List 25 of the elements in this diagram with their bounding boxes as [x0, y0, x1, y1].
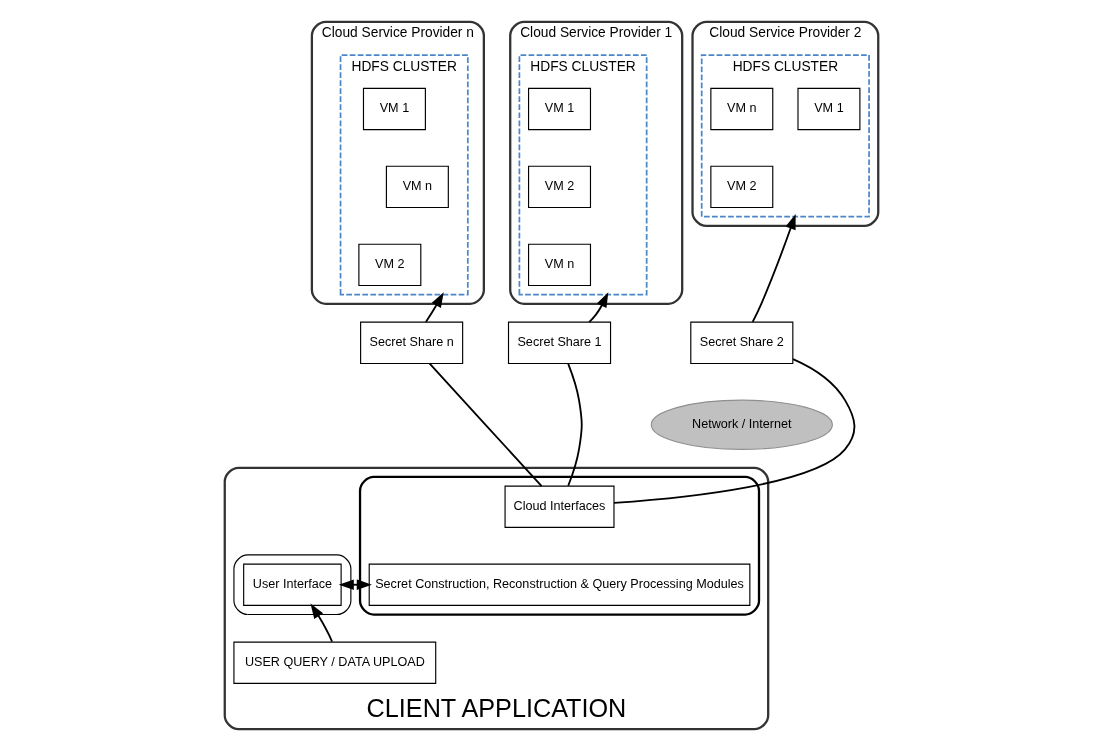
- arrow: [309, 603, 333, 643]
- node-box: Secret Share 1: [507, 321, 611, 365]
- node-box: VM n: [527, 243, 591, 287]
- node-box: Secret Share n: [359, 321, 463, 365]
- arrow: [338, 579, 372, 591]
- arrow: [424, 292, 444, 323]
- node-box: User Interface: [242, 563, 342, 606]
- arrow: [587, 292, 608, 324]
- node-box: USER QUERY / DATA UPLOAD: [232, 641, 436, 684]
- node-box: Cloud Interfaces: [504, 485, 615, 528]
- node-box: VM 2: [527, 165, 591, 209]
- node-box: Secret Construction, Reconstruction & Query Processing Modules: [368, 563, 750, 606]
- arrow: [751, 214, 796, 323]
- connector: [566, 362, 583, 487]
- cluster: [232, 554, 351, 616]
- connector: [612, 358, 855, 504]
- node-box: VM 1: [527, 87, 591, 131]
- node-box: VM 1: [796, 87, 860, 131]
- node-box: VM 2: [709, 165, 773, 209]
- node-box: VM 2: [357, 243, 421, 287]
- node-box: VM n: [709, 87, 773, 131]
- node-box: VM n: [385, 165, 449, 209]
- node-box: Secret Share 2: [689, 321, 793, 365]
- node-ellipse: Network / Internet: [650, 399, 833, 451]
- node-box: VM 1: [362, 87, 426, 131]
